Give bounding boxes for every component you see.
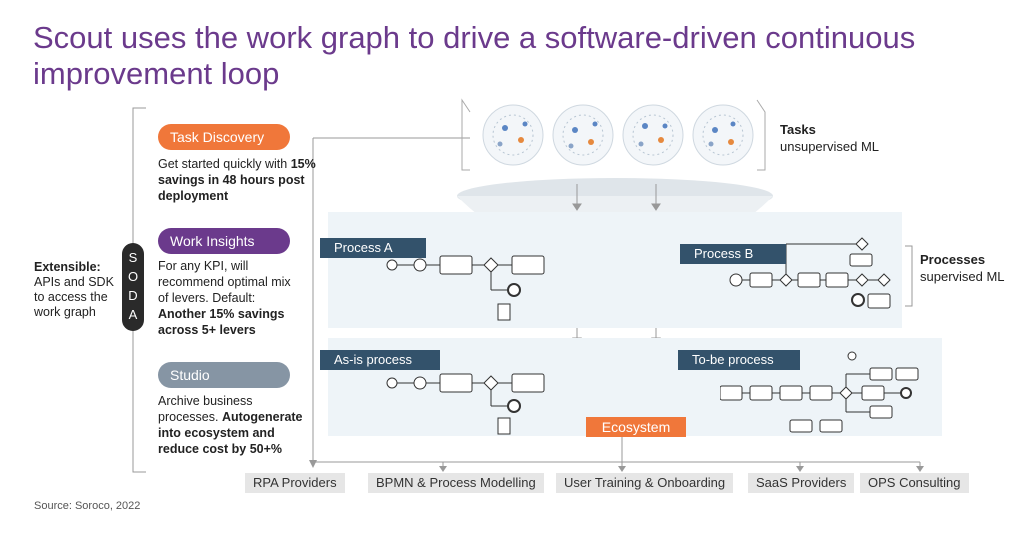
to-be-process-label: To-be process (678, 350, 800, 370)
page-title: Scout uses the work graph to drive a sof… (33, 20, 916, 91)
task-cluster (482, 104, 544, 166)
category-user-training: User Training & Onboarding (556, 473, 734, 493)
work-insights-desc: For any KPI, will recommend optimal mix … (158, 259, 291, 337)
to-be-diagram (720, 351, 919, 433)
soda-badge (122, 243, 144, 331)
work-insights-pill: Work Insights (158, 228, 290, 254)
process-a-diagram (386, 255, 545, 321)
task-cluster (692, 104, 754, 166)
category-rpa-providers: RPA Providers (245, 473, 345, 493)
studio-pill: Studio (158, 362, 290, 388)
process-b-label: Process B (680, 244, 786, 264)
soda-letter: D (128, 288, 138, 303)
process-a-label: Process A (320, 238, 426, 258)
source-note: Source: Soroco, 2022 (34, 500, 141, 512)
category-saas-providers: SaaS Providers (748, 473, 855, 493)
ecosystem-label: Ecosystem (586, 417, 686, 437)
task-cluster (622, 104, 684, 166)
as-is-process-label: As-is process (320, 350, 440, 370)
task-clusters (482, 104, 754, 166)
category-bpmn: BPMN & Process Modelling (368, 473, 544, 493)
soda-letter: O (127, 269, 139, 284)
soda-letter: A (128, 307, 138, 322)
processes-label: Processes supervised ML (920, 252, 1005, 284)
task-discovery-pill: Task Discovery (158, 124, 290, 150)
tasks-label: Tasks unsupervised ML (780, 122, 879, 154)
as-is-diagram (386, 373, 545, 435)
process-b-diagram (729, 237, 891, 309)
category-ops-consulting: OPS Consulting (860, 473, 969, 493)
extensible-label: Extensible: APIs and SDK to access the w… (34, 260, 114, 319)
soda-letter: S (128, 250, 138, 265)
task-discovery-desc: Get started quickly with 15% savings in … (158, 157, 316, 203)
task-cluster (552, 104, 614, 166)
studio-desc: Archive business processes. Autogenerate… (158, 394, 303, 456)
